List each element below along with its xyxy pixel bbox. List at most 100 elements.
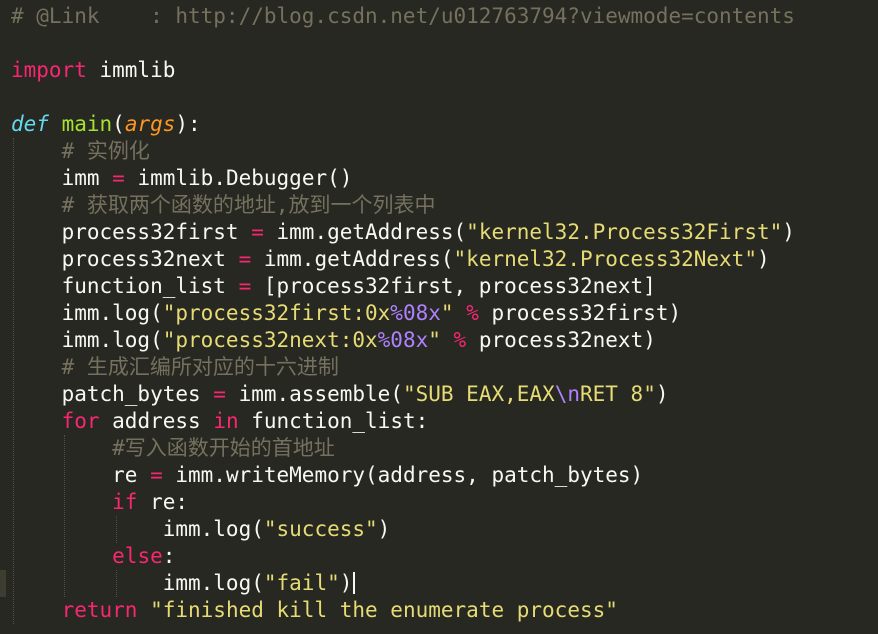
code-token-string: "process32next:0x [162,328,378,352]
code-line[interactable]: #写入函数开始的首地址 [11,435,878,462]
code-token-plain: function_list: [238,409,429,433]
code-token-keyword: = [238,274,252,298]
code-token-plain: ) [655,382,669,406]
code-token-constant: \n [554,382,580,406]
code-token-plain: ) [756,247,770,271]
code-token-plain: imm.log( [11,301,163,325]
code-line[interactable]: # 获取两个函数的地址,放到一个列表中 [11,192,878,219]
code-token-string: "success" [263,517,378,541]
code-token-plain: process32first) [478,301,682,325]
code-token-plain: ) [782,220,795,244]
code-line[interactable]: patch_bytes = imm.assemble("SUB EAX,EAX\… [11,381,878,408]
code-line[interactable]: # 实例化 [11,138,878,165]
code-token-plain: ): [175,112,201,136]
code-token-plain [11,409,62,433]
code-token-keyword: return [61,598,138,622]
code-token-string: " [428,328,441,352]
code-token-plain: imm [11,166,113,190]
code-token-keyword: % [453,328,467,352]
code-line[interactable]: imm.log("fail") [11,570,878,597]
code-token-plain: address [99,409,214,433]
code-line[interactable]: imm.log("process32first:0x%08x" % proces… [11,300,878,327]
code-token-comment: # 获取两个函数的地址,放到一个列表中 [11,193,436,217]
code-line[interactable]: function_list = [process32first, process… [11,273,878,300]
indent-guide [116,570,117,597]
code-token-plain: immlib [86,58,176,82]
text-cursor [353,572,356,594]
code-token-plain [454,301,467,325]
code-line[interactable]: return "finished kill the enumerate proc… [11,597,878,624]
code-token-string: "kernel32.Process32First" [466,220,783,244]
code-token-keyword: % [466,301,479,325]
code-token-string: RET 8" [579,382,656,406]
code-token-plain: : [162,544,176,568]
code-token-keyword: = [213,382,226,406]
code-token-storage: def [11,112,49,136]
current-line-marker [0,570,6,597]
code-line[interactable]: process32first = imm.getAddress("kernel3… [11,219,878,246]
code-line[interactable]: # 生成汇编所对应的十六进制 [11,354,878,381]
code-token-plain: immlib.Debugger() [124,166,353,190]
indent-guide [13,138,14,624]
code-token-string: "finished kill the enumerate process" [150,598,618,622]
code-token-plain: ) [377,517,391,541]
code-token-plain: ) [339,571,353,595]
code-token-plain: imm.getAddress( [263,220,467,244]
code-token-plain: patch_bytes [11,382,214,406]
code-line[interactable]: re = imm.writeMemory(address, patch_byte… [11,462,878,489]
code-token-keyword: = [112,166,125,190]
code-line[interactable] [11,84,878,111]
code-token-keyword: = [238,247,252,271]
code-token-keyword: import [11,58,87,82]
code-token-plain: [process32first, process32next] [251,274,656,298]
code-token-plain: re [11,463,151,487]
code-token-plain: imm.log( [11,328,163,352]
code-token-param: args [124,112,176,136]
code-token-keyword: for [61,409,100,433]
code-token-string: "process32first:0x [162,301,391,325]
code-token-plain [137,598,150,622]
code-line[interactable]: def main(args): [11,111,878,138]
code-line[interactable]: for address in function_list: [11,408,878,435]
code-line[interactable] [11,30,878,57]
code-token-plain: imm.log( [11,517,264,541]
code-token-string: "kernel32.Process32Next" [453,247,757,271]
code-token-constant: %08x [390,301,441,325]
code-line[interactable]: if re: [11,489,878,516]
code-token-plain: process32next [11,247,239,271]
code-token-string: " [440,301,454,325]
code-token-constant: %08x [377,328,429,352]
indent-guide [64,435,65,597]
code-token-plain: imm.assemble( [225,382,403,406]
code-token-keyword: in [213,409,239,433]
code-line[interactable]: process32next = imm.getAddress("kernel32… [11,246,878,273]
code-token-plain: re: [137,490,189,514]
code-token-plain [49,112,62,136]
code-line[interactable]: imm.log("process32next:0x%08x" % process… [11,327,878,354]
code-token-plain: imm.writeMemory(address, patch_bytes) [162,463,644,487]
code-token-keyword: else [112,544,163,568]
code-token-plain: process32first [11,220,252,244]
code-token-comment: # 生成汇编所对应的十六进制 [11,355,339,379]
code-token-plain [441,328,454,352]
code-token-plain: ( [112,112,125,136]
code-token-comment: #写入函数开始的首地址 [11,436,335,460]
code-token-keyword: = [251,220,264,244]
code-token-string: "fail" [263,571,340,595]
code-token-comment: # 实例化 [11,139,150,163]
code-token-plain: process32next) [466,328,656,352]
code-line[interactable]: import immlib [11,57,878,84]
code-token-string: "SUB EAX,EAX [402,382,555,406]
code-token-plain [11,544,112,568]
code-line[interactable]: imm.log("success") [11,516,878,543]
indent-guide [116,516,117,543]
code-token-plain: imm.log( [11,571,264,595]
code-line[interactable]: # @Link : http://blog.csdn.net/u01276379… [11,3,878,30]
code-token-plain [11,490,112,514]
code-token-plain: function_list [11,274,239,298]
code-token-keyword: = [150,463,163,487]
code-token-function: main [61,112,113,136]
code-line[interactable]: else: [11,543,878,570]
code-line[interactable]: imm = immlib.Debugger() [11,165,878,192]
